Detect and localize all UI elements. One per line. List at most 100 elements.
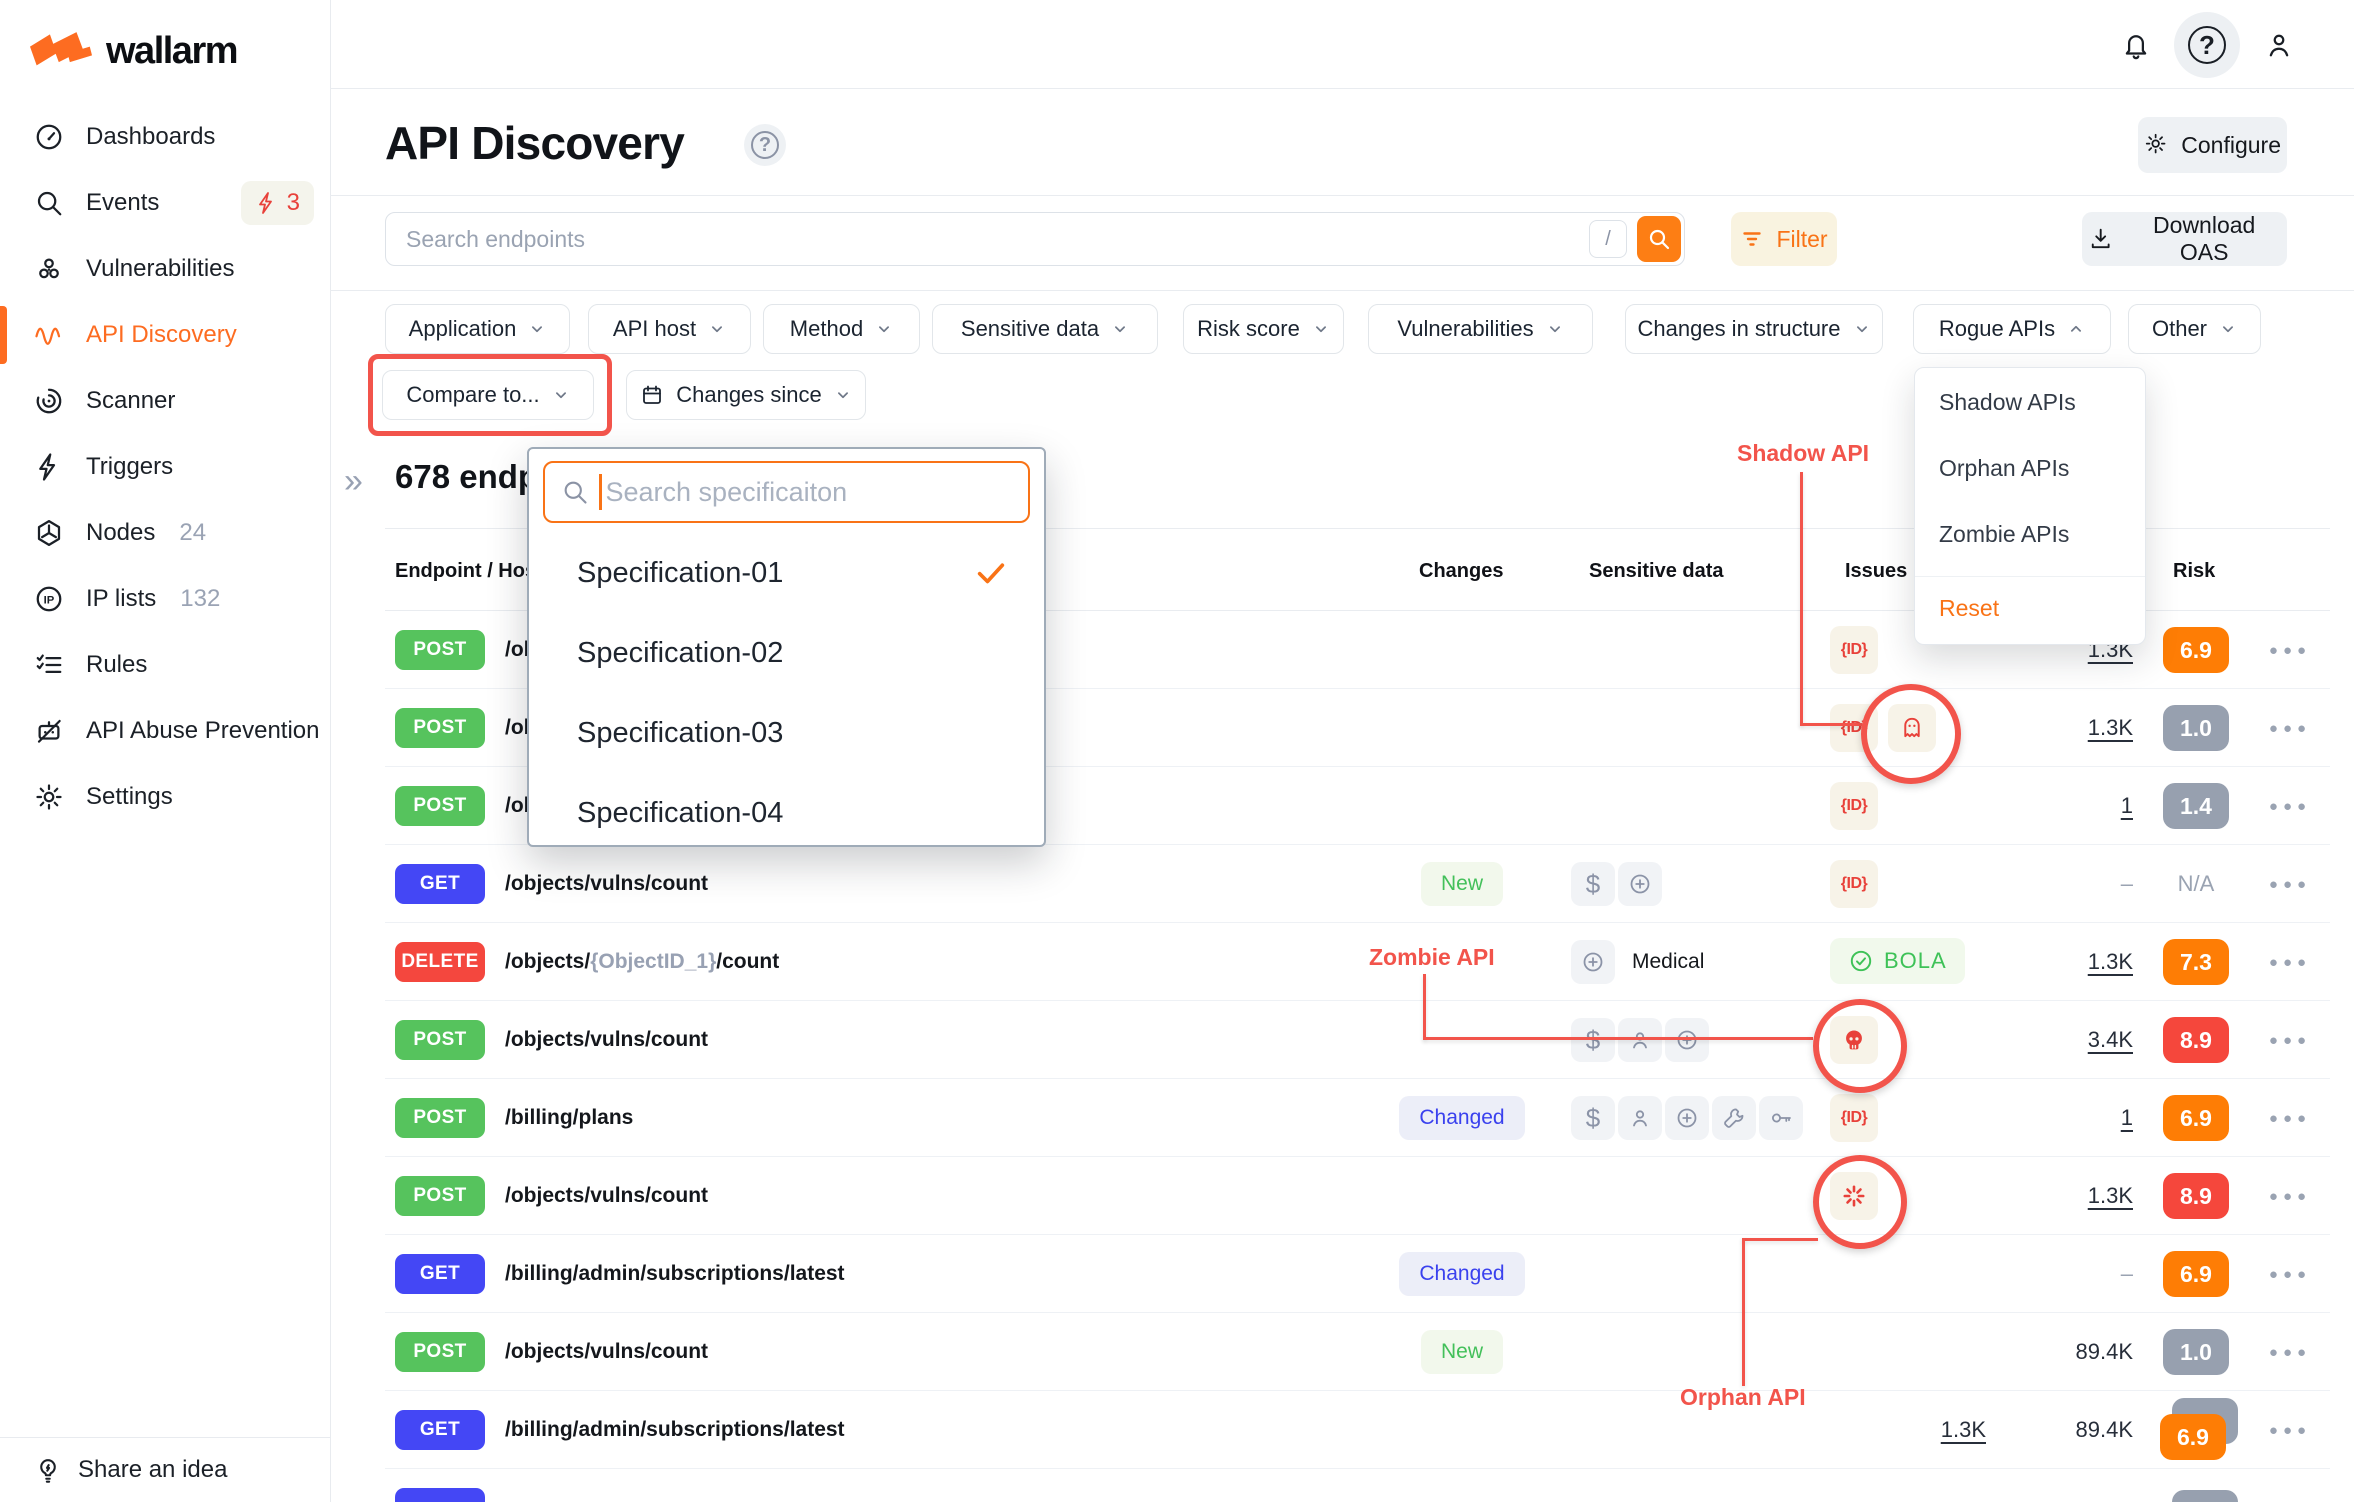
risk-badge: 7.3 <box>2163 939 2229 985</box>
hits-count[interactable]: 1 <box>2120 1105 2133 1130</box>
hits-count[interactable]: 1.3K <box>2087 715 2133 740</box>
collapse-panel-button[interactable]: » <box>344 462 363 500</box>
search-submit-button[interactable] <box>1637 216 1681 262</box>
sidebar-item-triggers[interactable]: Triggers <box>0 434 330 500</box>
sidebar-item-rules[interactable]: Rules <box>0 632 330 698</box>
filter-chip-application[interactable]: Application <box>385 304 570 354</box>
method-badge: POST <box>395 1020 485 1060</box>
filter-chip-changes-in-structure[interactable]: Changes in structure <box>1625 304 1883 354</box>
rogue-reset-button[interactable]: Reset <box>1939 594 2000 621</box>
configure-button[interactable]: Configure <box>2138 117 2287 173</box>
chip-label: Risk score <box>1197 316 1300 341</box>
specification-label: Specification-03 <box>577 716 784 749</box>
sidebar-item-api-discovery[interactable]: API Discovery <box>0 302 330 368</box>
filter-chip-compare-to[interactable]: Compare to... <box>382 370 594 420</box>
help-button[interactable]: ? <box>2174 12 2240 78</box>
endpoint-path: /billing/admin/subscriptions/latest <box>505 1418 845 1441</box>
row-menu-button[interactable]: ●●● <box>2268 875 2312 893</box>
filter-chip-method[interactable]: Method <box>763 304 920 354</box>
person-icon <box>1618 1018 1662 1062</box>
filter-chip-changes-since[interactable]: Changes since <box>626 370 866 420</box>
wallarm-logo[interactable]: wallarm <box>30 28 239 74</box>
filter-chip-sensitive-data[interactable]: Sensitive data <box>932 304 1158 354</box>
chip-label: Method <box>789 316 864 341</box>
lightbulb-icon <box>34 1456 62 1484</box>
account-button[interactable] <box>2246 12 2312 78</box>
hits-count[interactable]: 1.3K <box>2087 949 2133 974</box>
shadow-ghost-icon <box>1888 704 1936 752</box>
filter-chip-rogue-apis[interactable]: Rogue APIs <box>1913 304 2111 354</box>
hits-count[interactable]: 1 <box>2120 793 2133 818</box>
changes-badge: Changed <box>1399 1096 1525 1140</box>
endpoint-search: / <box>385 212 1685 266</box>
download-oas-label: Download OAS <box>2153 212 2256 265</box>
method-badge: POST <box>395 630 485 670</box>
biohazard-icon <box>34 254 64 284</box>
sidebar-item-count: 24 <box>179 519 207 546</box>
row-menu-button[interactable]: ●●● <box>2268 953 2312 971</box>
rogue-option-zombie-apis[interactable]: Zombie APIs <box>1939 520 2070 547</box>
sidebar-item-dashboards[interactable]: Dashboards <box>0 104 330 170</box>
check-icon <box>974 556 1008 590</box>
row-menu-button[interactable]: ●●● <box>2268 797 2312 815</box>
filter-chip-risk-score[interactable]: Risk score <box>1183 304 1344 354</box>
sidebar-item-scanner[interactable]: Scanner <box>0 368 330 434</box>
row-menu-button[interactable]: ●●● <box>2268 1343 2312 1361</box>
row-menu-button[interactable]: ●●● <box>2268 1421 2312 1439</box>
risk-badge: 6.9 <box>2160 1414 2226 1460</box>
sidebar-item-api-abuse-prevention[interactable]: API Abuse Prevention <box>0 698 330 764</box>
share-an-idea-button[interactable]: Share an idea <box>0 1437 330 1502</box>
page-title: API Discovery <box>385 117 685 169</box>
endpoint-path: /objects/vulns/count <box>505 1028 709 1051</box>
filter-chip-api-host[interactable]: API host <box>588 304 751 354</box>
row-menu-button[interactable]: ●●● <box>2268 641 2312 659</box>
gauge-icon <box>34 122 64 152</box>
title-help-button[interactable]: ? <box>744 124 786 166</box>
row-menu-button[interactable]: ●●● <box>2268 1265 2312 1283</box>
row-menu-button[interactable]: ●●● <box>2268 1187 2312 1205</box>
risk-badge: 1.0 <box>2163 1329 2229 1375</box>
hexagon-icon <box>34 518 64 548</box>
sidebar-item-vulnerabilities[interactable]: Vulnerabilities <box>0 236 330 302</box>
search-endpoints-input[interactable] <box>386 225 1589 253</box>
filter-chip-vulnerabilities[interactable]: Vulnerabilities <box>1368 304 1593 354</box>
row-menu-button[interactable]: ●●● <box>2268 1109 2312 1127</box>
method-badge: GET <box>395 864 485 904</box>
sidebar-item-label: Vulnerabilities <box>86 255 235 282</box>
row-menu-button[interactable]: ●●● <box>2268 1031 2312 1049</box>
hits-count[interactable]: 3.4K <box>2087 1027 2133 1052</box>
search-specification-input[interactable] <box>605 476 1028 508</box>
specification-option-3[interactable]: Specification-03 <box>529 693 1044 773</box>
sidebar-item-settings[interactable]: Settings <box>0 764 330 830</box>
notifications-button[interactable] <box>2103 12 2169 78</box>
hits-count[interactable]: 1.3K <box>2087 1183 2133 1208</box>
specification-option-2[interactable]: Specification-02 <box>529 613 1044 693</box>
count-link[interactable]: 1.3K <box>1940 1417 1986 1442</box>
chevron-down-icon <box>1546 320 1564 338</box>
issues-cell <box>1830 1016 1878 1064</box>
specification-option-1[interactable]: Specification-01 <box>529 533 1044 613</box>
filter-button[interactable]: Filter <box>1731 212 1837 266</box>
rogue-option-orphan-apis[interactable]: Orphan APIs <box>1939 454 2070 481</box>
download-oas-button[interactable]: Download OAS <box>2082 212 2287 266</box>
specification-option-4[interactable]: Specification-04 <box>529 773 1044 853</box>
filter-chip-other[interactable]: Other <box>2128 304 2261 354</box>
rogue-option-shadow-apis[interactable]: Shadow APIs <box>1939 388 2076 415</box>
row-menu-button[interactable]: ●●● <box>2268 719 2312 737</box>
sidebar-item-label: API Abuse Prevention <box>86 717 320 744</box>
table-row[interactable] <box>385 1469 2330 1502</box>
